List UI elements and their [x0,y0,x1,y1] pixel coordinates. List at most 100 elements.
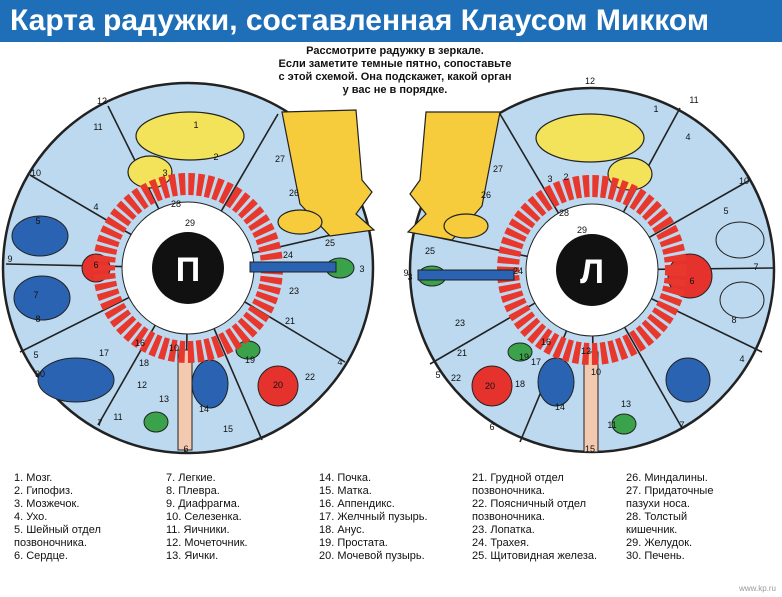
sector-number: 16 [541,337,551,347]
sector-number: 12 [97,96,107,106]
bladder-icon [257,365,299,407]
trachea-icon [417,269,515,281]
legend-item: 23. Лопатка. [472,524,535,536]
legend-item: 22. Поясничный отдел позвоночника. [472,498,587,523]
right-eye-label: Л [580,253,604,291]
body-figure-icon [583,351,599,453]
legend-item: 29. Желудок. [626,537,693,549]
sector-number: 29 [577,225,587,235]
sector-number: 4 [337,357,342,367]
lung-icon [11,215,69,257]
legend-item: 26. Миндалины. [626,472,708,484]
sector-number: 27 [493,164,503,174]
prostate-icon [507,342,533,362]
sector-number: 7 [753,262,758,272]
legend-item: 19. Простата. [319,537,388,549]
sector-number: 5 [435,370,440,380]
sector-number: 3 [407,272,412,282]
lung-lower-icon [13,275,71,321]
liver-icon [37,357,115,403]
legend-item: 8. Плевра. [166,485,220,497]
sector-number: 14 [199,404,209,414]
legend-item: 18. Анус. [319,524,365,536]
sector-number: 3 [359,264,364,274]
sector-number: 26 [481,190,491,200]
sector-number: 6 [689,276,694,286]
legend-item: 12. Мочеточник. [166,537,248,549]
sector-number: 10 [169,343,179,353]
sector-number: 25 [425,246,435,256]
legend-item: 27. Придаточные пазухи носа. [626,485,714,510]
legend-item: 20. Мочевой пузырь. [319,550,425,562]
legend: 1. Мозг. 2. Гипофиз. 3. Мозжечок. 4. Ухо… [14,472,774,582]
pupil [152,232,224,304]
testes-icon [143,411,169,433]
sector-number: 13 [621,399,631,409]
right-number-labels: 1211122732628294251059624323217228161719… [403,76,758,454]
sector-number: 7 [33,290,38,300]
sector-number: 3 [547,174,552,184]
bladder-icon [471,365,513,407]
sector-number: 15 [585,444,595,454]
sector-number: 6 [489,422,494,432]
body-figure-icon [177,349,193,451]
sector-number: 7 [97,418,102,428]
legend-item: 25. Щитовидная железа. [472,550,598,562]
legend-item: 21. Грудной отдел позвоночника. [472,472,564,497]
legend-item: 10. Селезенка. [166,511,242,523]
sector-number: 11 [93,122,102,132]
legend-item: 3. Мозжечок. [14,498,80,510]
spleen-icon [665,357,711,403]
legend-item: 24. Трахея. [472,537,530,549]
sector-number: 5 [33,350,38,360]
title-bar: Карта радужки, составленная Клаусом Микк… [0,0,782,42]
instruction-text: Рассмотрите радужку в зеркале. Если заме… [278,45,512,96]
legend-column-3: 14. Почка. 15. Матка. 16. Аппендикс. 17.… [319,472,475,563]
sector-number: 20 [273,380,283,390]
sector-number: 21 [457,348,467,358]
sector-number: 6 [183,444,188,454]
sector-number: 11 [689,95,698,105]
sector-number: 4 [685,132,690,142]
sector-number: 11 [607,420,616,430]
legend-item: 17. Желчный пузырь. [319,511,428,523]
legend-item: 9. Диафрагма. [166,498,240,510]
sector-number: 12 [137,380,147,390]
sector-number: 24 [283,250,293,260]
sector-number: 30 [35,369,45,379]
legend-column-2: 7. Легкие. 8. Плевра. 9. Диафрагма. 10. … [166,472,322,563]
trachea-icon [249,261,337,273]
sector-number: 7 [679,420,684,430]
legend-item: 7. Легкие. [166,472,216,484]
page-title: Карта радужки, составленная Клаусом Микк… [10,4,710,37]
sector-number: 11 [113,412,122,422]
lung-icon [715,221,765,259]
legend-item: 11. Яичники. [166,524,230,536]
sector-number: 4 [93,202,98,212]
sector-number: 5 [723,206,728,216]
brain-icon [135,111,245,161]
sector-number: 6 [93,260,98,270]
sector-number: 23 [289,286,299,296]
kidney-icon [537,357,575,407]
legend-item: 15. Матка. [319,485,372,497]
sector-number: 28 [559,208,569,218]
sector-number: 8 [35,314,40,324]
tonsils-icon [277,209,323,235]
sector-number: 20 [485,381,495,391]
sector-number: 4 [739,354,744,364]
ovary-icon [611,413,637,435]
sector-number: 8 [731,315,736,325]
sector-number: 13 [159,394,169,404]
sector-number: 21 [285,316,295,326]
legend-column-5: 26. Миндалины. 27. Придаточные пазухи но… [626,472,782,563]
legend-item: 1. Мозг. [14,472,53,484]
sector-number: 10 [739,176,749,186]
brain-icon [535,113,645,163]
sector-number: 22 [451,373,461,383]
sector-number: 25 [325,238,335,248]
left-eye-label: П [176,251,200,289]
sector-number: 10 [591,367,601,377]
